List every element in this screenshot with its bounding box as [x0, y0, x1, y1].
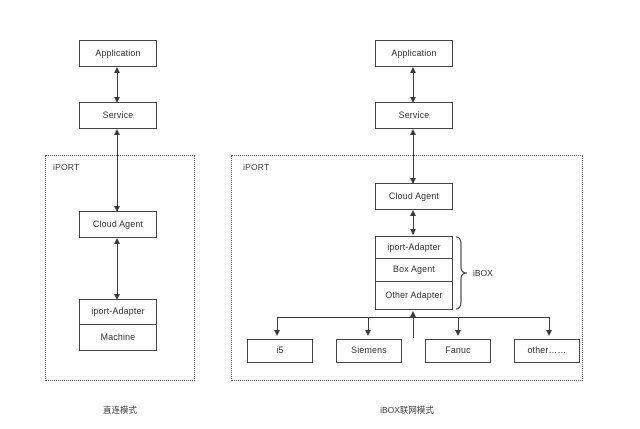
bus-arrowhead-up-to-ibox: [410, 311, 416, 317]
left-node-application: Application: [79, 40, 157, 67]
left-arrowhead-down-cloudagent-to-adapter: [114, 294, 120, 300]
ibox-row-iport-adapter: iport-Adapter: [376, 237, 452, 260]
right-iport-zone: [231, 155, 583, 381]
left-arrowhead-down-service-to-cloudagent: [114, 206, 120, 212]
left-node-service: Service: [79, 102, 157, 129]
right-arrowhead-up-cloudagent-to-service: [410, 129, 416, 135]
right-node-application: Application: [375, 40, 453, 67]
bus-arrowhead-down-siemens: [365, 330, 371, 336]
right-arrowhead-down-application-to-service: [410, 97, 416, 103]
right-arrowhead-up-ibox-to-cloudagent: [410, 210, 416, 216]
ibox-row-other-adapter: Other Adapter: [385, 289, 443, 300]
left-panel-caption: 直连模式: [102, 405, 137, 415]
left-node-cloud-agent: Cloud Agent: [79, 211, 157, 238]
left-iport-zone: [45, 155, 195, 381]
left-connector-service-cloudagent: [117, 131, 118, 211]
left-arrowhead-up-service-to-application: [114, 67, 120, 73]
bus-drop-i5: [277, 317, 278, 332]
right-connector-cloudagent-ibox: [413, 212, 414, 234]
left-connector-application-service: [117, 69, 118, 101]
left-stack-adapter-machine: iport-Adapter Machine: [79, 299, 157, 351]
right-arrowhead-up-service-to-application: [410, 67, 416, 73]
right-node-service: Service: [375, 102, 453, 129]
left-arrowhead-up-cloudagent-to-service: [114, 129, 120, 135]
left-node-iport-adapter: iport-Adapter: [80, 300, 156, 326]
left-connector-cloudagent-adapter: [117, 240, 118, 298]
bus-drop-fanuc: [458, 317, 459, 332]
right-connector-application-service: [413, 69, 414, 101]
machine-box-fanuc: Fanuc: [425, 339, 491, 363]
ibox-stack: iport-Adapter Box Agent Other Adapter: [375, 236, 453, 310]
bus-arrowhead-down-fanuc: [455, 330, 461, 336]
bus-riser-to-ibox: [413, 317, 414, 338]
machine-box-i5: i5: [247, 339, 313, 363]
left-arrowhead-up-adapter-to-cloudagent: [114, 238, 120, 244]
bus-drop-siemens: [368, 317, 369, 332]
ibox-row-box-agent: Box Agent: [376, 259, 452, 282]
machine-box-siemens: Siemens: [336, 339, 402, 363]
right-connector-service-cloudagent: [413, 131, 414, 183]
bus-arrowhead-down-i5: [274, 330, 280, 336]
bus-arrowhead-down-other: [546, 330, 552, 336]
left-node-machine: Machine: [100, 331, 136, 342]
bus-horizontal-trunk: [277, 317, 549, 318]
right-iport-zone-label: iPORT: [243, 162, 270, 172]
ibox-brace-label: iBOX: [473, 268, 493, 278]
left-iport-zone-label: iPORT: [53, 162, 80, 172]
left-arrowhead-down-application-to-service: [114, 97, 120, 103]
ibox-brace: [455, 236, 469, 310]
right-arrowhead-down-service-to-cloudagent: [410, 178, 416, 184]
right-arrowhead-down-cloudagent-to-ibox: [410, 229, 416, 235]
machine-box-other: other……: [514, 339, 580, 363]
right-node-cloud-agent: Cloud Agent: [375, 183, 453, 210]
bus-drop-other: [549, 317, 550, 332]
right-panel-caption: iBOX联网模式: [380, 405, 434, 415]
